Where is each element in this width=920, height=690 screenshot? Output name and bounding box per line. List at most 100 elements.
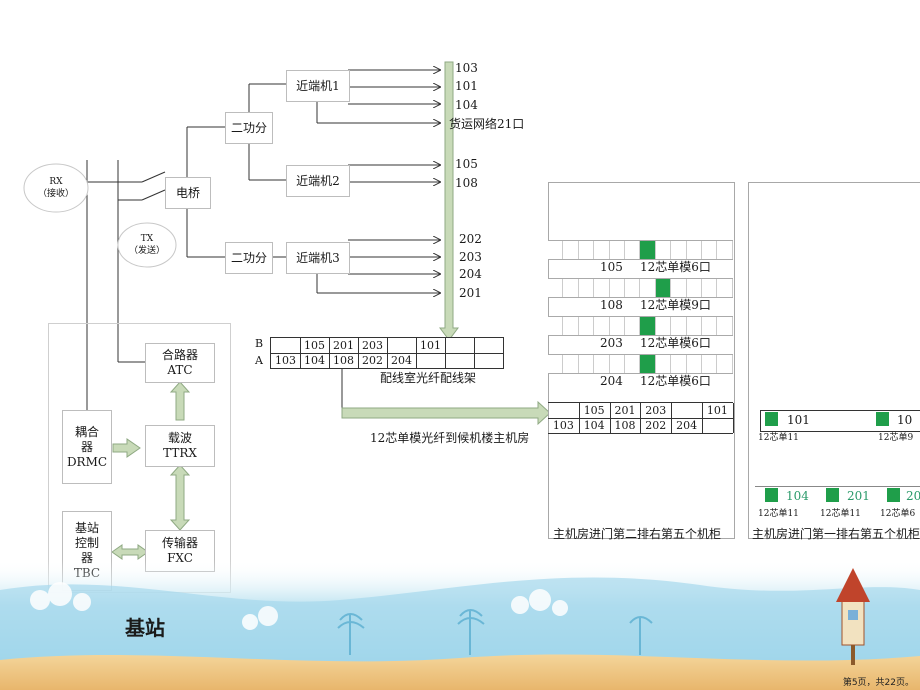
bridge-box[interactable]: 电桥 <box>165 177 211 209</box>
near-end-3-box[interactable]: 近端机3 <box>286 242 350 274</box>
port-cell <box>445 338 475 354</box>
port-cell <box>474 338 504 354</box>
port-slot[interactable] <box>579 355 595 373</box>
port-slot[interactable] <box>548 241 564 259</box>
port-slot[interactable] <box>717 355 733 373</box>
port-slot[interactable] <box>579 279 595 297</box>
coupler-box[interactable]: 耦合 器 DRMC <box>62 410 112 484</box>
port-slot[interactable] <box>671 317 687 335</box>
splitter-top-box[interactable]: 二功分 <box>225 112 273 144</box>
port-cell <box>445 353 475 368</box>
module-label: 12芯单模9口 <box>640 298 711 312</box>
port-slot[interactable] <box>640 279 656 297</box>
module-label: 12芯单模6口 <box>640 260 711 274</box>
port-cell: 204 <box>671 418 703 433</box>
cabinet-2-top-label: 12芯单11 <box>758 433 799 443</box>
port-slot[interactable] <box>610 279 625 297</box>
port-slot[interactable] <box>594 279 610 297</box>
port-slot[interactable] <box>563 279 579 297</box>
port-slot[interactable] <box>594 317 610 335</box>
port-slot[interactable] <box>717 241 733 259</box>
port-slot[interactable] <box>702 241 718 259</box>
port-slot[interactable] <box>656 355 672 373</box>
tx-label: TX （发送） <box>128 234 165 257</box>
near-end-1-box[interactable]: 近端机1 <box>286 70 350 102</box>
port-slot[interactable] <box>548 279 564 297</box>
port-slot[interactable] <box>594 241 610 259</box>
green-port[interactable] <box>640 355 656 373</box>
cabinet-2-top-label-cut: 12芯单9 <box>878 433 914 443</box>
port-slot[interactable] <box>671 241 687 259</box>
port-slot[interactable] <box>563 317 579 335</box>
port-cell <box>416 353 446 368</box>
port-slot[interactable] <box>563 355 579 373</box>
cabinet-1-caption: 主机房进门第二排右第五个机柜 <box>553 527 722 541</box>
green-port[interactable] <box>887 488 900 502</box>
combiner-label: 合路器 ATC <box>161 348 198 377</box>
splitter-top-label: 二功分 <box>230 120 267 135</box>
output-label: 108 <box>455 176 478 190</box>
port-cell <box>671 403 703 419</box>
beach-decoration <box>0 560 920 690</box>
port-cell: 105 <box>578 403 611 419</box>
port-slot[interactable] <box>610 241 625 259</box>
port-slot[interactable] <box>625 279 641 297</box>
cabinet-2-bottom-panel <box>755 486 920 507</box>
port-slot[interactable] <box>671 279 687 297</box>
port-slot[interactable] <box>717 279 733 297</box>
carrier-box[interactable]: 载波 TTRX <box>145 425 215 467</box>
port-slot[interactable] <box>610 355 625 373</box>
port-cell: 201 <box>609 403 642 419</box>
port-slot[interactable] <box>656 317 672 335</box>
cabinet-2-bottom-port: 20 <box>906 489 920 503</box>
house-icon <box>836 568 870 665</box>
splitter-bottom-box[interactable]: 二功分 <box>225 242 273 274</box>
cabinet-2-top-panel <box>760 410 920 432</box>
port-slot[interactable] <box>625 355 641 373</box>
port-slot[interactable] <box>687 241 702 259</box>
port-slot[interactable] <box>548 355 564 373</box>
green-port[interactable] <box>765 488 778 502</box>
port-slot[interactable] <box>625 317 641 335</box>
near-end-1-label: 近端机1 <box>296 78 340 93</box>
near-end-2-box[interactable]: 近端机2 <box>286 165 350 197</box>
port-slot[interactable] <box>656 241 672 259</box>
port-slot[interactable] <box>594 355 610 373</box>
near-end-3-label: 近端机3 <box>296 250 340 265</box>
port-slot[interactable] <box>702 355 718 373</box>
cabinet-2 <box>748 182 920 539</box>
port-cell: 104 <box>300 353 330 368</box>
module-port: 204 <box>600 374 623 388</box>
port-slot[interactable] <box>610 317 625 335</box>
cabinet-2-bottom-port: 104 <box>786 489 809 503</box>
port-slot[interactable] <box>671 355 687 373</box>
port-cell: 103 <box>548 418 580 433</box>
port-slot[interactable] <box>687 279 702 297</box>
cabinet-2-bottom-port: 201 <box>847 489 870 503</box>
green-port[interactable] <box>655 279 672 297</box>
output-label: 104 <box>455 98 478 112</box>
green-port[interactable] <box>640 241 656 259</box>
green-port[interactable] <box>826 488 839 502</box>
port-slot[interactable] <box>579 241 595 259</box>
green-port[interactable] <box>765 412 778 426</box>
port-slot[interactable] <box>687 317 702 335</box>
green-port[interactable] <box>876 412 889 426</box>
cabinet-2-top-port: 101 <box>787 413 810 427</box>
port-slot[interactable] <box>563 241 579 259</box>
module-strip <box>548 354 733 374</box>
port-slot[interactable] <box>579 317 595 335</box>
combiner-box[interactable]: 合路器 ATC <box>145 343 215 383</box>
cabinet-2-bottom-label: 12芯单11 <box>758 509 799 519</box>
port-slot[interactable] <box>548 317 564 335</box>
green-port[interactable] <box>640 317 656 335</box>
port-cell: 105 <box>300 338 330 354</box>
port-slot[interactable] <box>625 241 641 259</box>
port-slot[interactable] <box>702 317 718 335</box>
port-slot[interactable] <box>717 317 733 335</box>
port-slot[interactable] <box>702 279 718 297</box>
port-cell: 201 <box>329 338 359 354</box>
port-slot[interactable] <box>687 355 702 373</box>
